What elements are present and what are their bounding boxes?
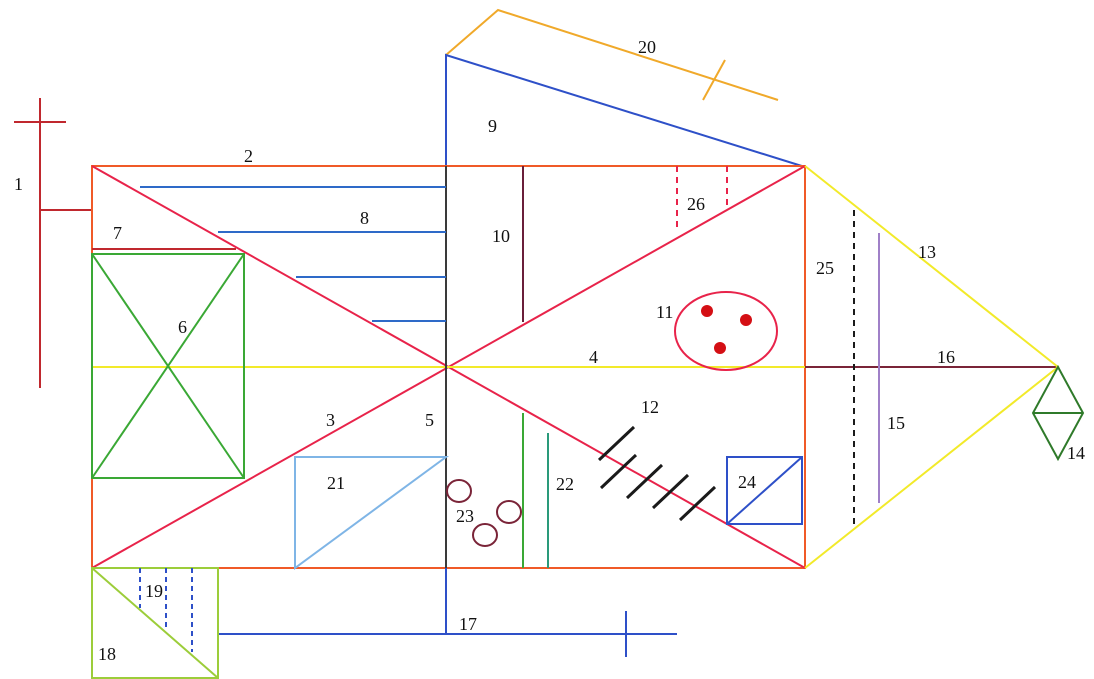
element-11-circle <box>674 291 778 371</box>
element-23-circle <box>496 500 522 524</box>
label-26: 26 <box>687 194 705 214</box>
label-13: 13 <box>918 242 936 262</box>
element-6-cross-b <box>91 253 245 479</box>
element-9-triangle <box>445 53 806 168</box>
label-7: 7 <box>113 223 122 243</box>
element-18-box <box>91 567 219 679</box>
element-12-hatch <box>678 485 717 522</box>
element-11-dot <box>701 305 713 317</box>
label-8: 8 <box>360 208 369 228</box>
label-6: 6 <box>178 317 187 337</box>
element-21-triangle <box>294 456 450 570</box>
label-1: 1 <box>14 174 23 194</box>
element-12-hatch <box>599 453 638 490</box>
element-23-circle <box>446 479 472 503</box>
label-3: 3 <box>326 410 335 430</box>
element-14-diamond <box>1031 364 1085 462</box>
element-24-diagonal <box>726 456 803 525</box>
element-11-dot <box>714 342 726 354</box>
label-5: 5 <box>425 410 434 430</box>
label-17: 17 <box>459 614 477 634</box>
label-23: 23 <box>456 506 474 526</box>
element-18-diagonal <box>91 567 219 679</box>
label-20: 20 <box>638 37 656 57</box>
label-11: 11 <box>656 302 673 322</box>
element-12-hatch <box>625 463 664 500</box>
element-12-hatch <box>651 473 690 510</box>
label-25: 25 <box>816 258 834 278</box>
label-2: 2 <box>244 146 253 166</box>
element-23-circle <box>472 523 498 547</box>
label-4: 4 <box>589 347 598 367</box>
element-12-hatch <box>597 425 636 462</box>
label-12: 12 <box>641 397 659 417</box>
element-20-line <box>445 8 779 101</box>
label-15: 15 <box>887 413 905 433</box>
label-21: 21 <box>327 473 345 493</box>
label-19: 19 <box>145 581 163 601</box>
element-24-square <box>726 456 803 525</box>
label-14: 14 <box>1067 443 1085 463</box>
label-10: 10 <box>492 226 510 246</box>
element-20-tick <box>702 59 726 101</box>
label-16: 16 <box>937 347 955 367</box>
label-22: 22 <box>556 474 574 494</box>
label-24: 24 <box>738 472 756 492</box>
label-18: 18 <box>98 644 116 664</box>
label-9: 9 <box>488 116 497 136</box>
element-11-dot <box>740 314 752 326</box>
element-6-box <box>91 253 245 479</box>
